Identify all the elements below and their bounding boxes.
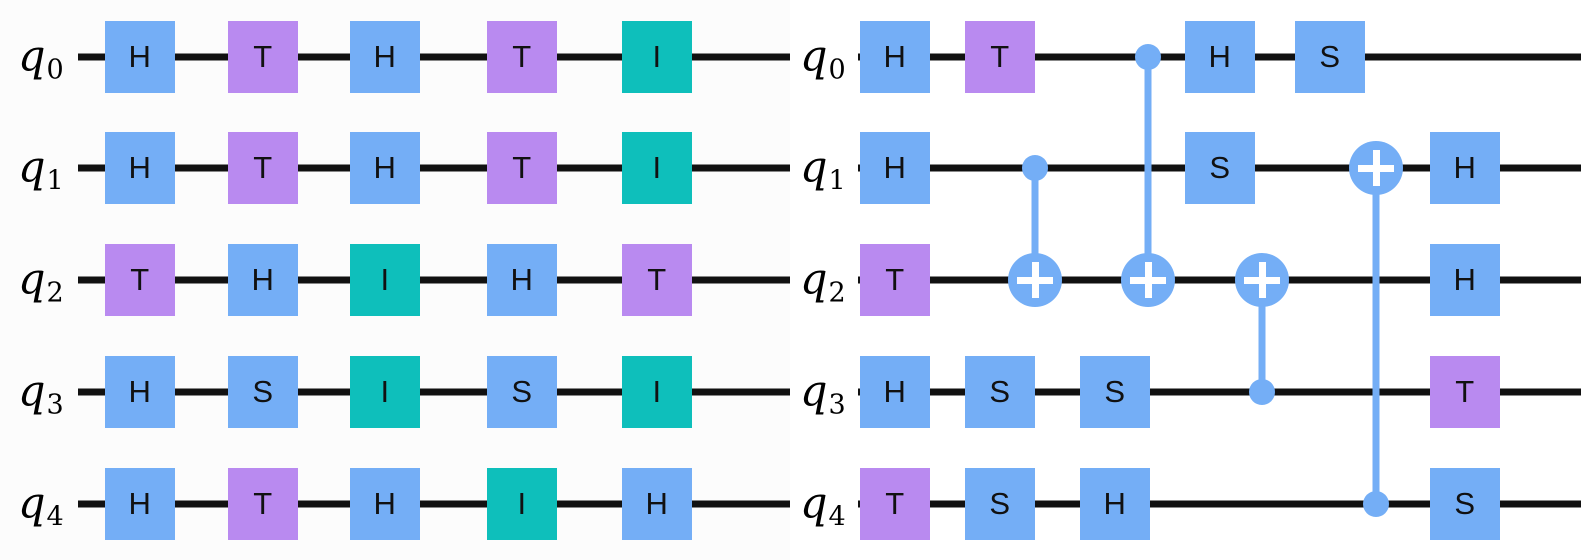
gate-q3-m3[interactable]: T (1430, 356, 1500, 428)
qubit-label-q4: q4 (800, 478, 846, 533)
gate-q3-m1[interactable]: S (228, 356, 298, 428)
gate-q1-m2[interactable]: H (1430, 132, 1500, 204)
gate-q2-m0[interactable]: T (860, 244, 930, 316)
gate-q4-m0[interactable]: H (105, 468, 175, 540)
gate-q0-m0[interactable]: H (105, 21, 175, 93)
gate-q3-m2[interactable]: S (1080, 356, 1150, 428)
cnot-control-q3[interactable] (1249, 379, 1275, 405)
qubit-label-q1: q1 (800, 142, 846, 197)
gate-q0-m2[interactable]: H (1185, 21, 1255, 93)
gate-q3-m2[interactable]: I (350, 356, 420, 428)
gate-q2-m3[interactable]: H (487, 244, 557, 316)
gate-q2-m1[interactable]: H (1430, 244, 1500, 316)
wire-q2 (858, 276, 1581, 284)
qubit-label-q4: q4 (18, 478, 64, 533)
wire-q0 (78, 53, 790, 61)
gate-q4-m1[interactable]: S (965, 468, 1035, 540)
gate-q0-m3[interactable]: T (487, 21, 557, 93)
gate-q3-m3[interactable]: S (487, 356, 557, 428)
cnot-link-q3-q2 (1258, 280, 1266, 392)
gate-q3-m0[interactable]: H (105, 356, 175, 428)
gate-q1-m2[interactable]: H (350, 132, 420, 204)
cnot-target-q2-a[interactable] (1008, 253, 1062, 307)
gate-q1-m4[interactable]: I (622, 132, 692, 204)
qubit-label-q1: q1 (18, 142, 64, 197)
wire-q1 (78, 164, 790, 172)
right-circuit-panel: q0 q1 q2 q3 q4 H T H S H S H T H H S S T (790, 0, 1581, 560)
gate-q4-m3[interactable]: I (487, 468, 557, 540)
gate-q3-m4[interactable]: I (622, 356, 692, 428)
cnot-control-q0[interactable] (1135, 44, 1161, 70)
gate-q2-m2[interactable]: I (350, 244, 420, 316)
gate-q0-m2[interactable]: H (350, 21, 420, 93)
qubit-label-q2: q2 (800, 254, 846, 309)
qubit-label-q0: q0 (800, 31, 846, 86)
gate-q4-m3[interactable]: S (1430, 468, 1500, 540)
gate-q1-m3[interactable]: T (487, 132, 557, 204)
qubit-label-q3: q3 (800, 366, 846, 421)
gate-q4-m2[interactable]: H (350, 468, 420, 540)
gate-q1-m1[interactable]: S (1185, 132, 1255, 204)
gate-q2-m1[interactable]: H (228, 244, 298, 316)
gate-q4-m2[interactable]: H (1080, 468, 1150, 540)
cnot-link-q1-q2 (1031, 168, 1039, 280)
gate-q0-m3[interactable]: S (1295, 21, 1365, 93)
gate-q4-m0[interactable]: T (860, 468, 930, 540)
cnot-control-q4[interactable] (1363, 491, 1389, 517)
qubit-label-q2: q2 (18, 254, 64, 309)
left-circuit-panel: q0 q1 q2 q3 q4 H T H T I H T H T I T H I… (0, 0, 790, 560)
cnot-target-q2-b[interactable] (1121, 253, 1175, 307)
gate-q1-m0[interactable]: H (105, 132, 175, 204)
gate-q0-m1[interactable]: T (965, 21, 1035, 93)
gate-q4-m4[interactable]: H (622, 468, 692, 540)
cnot-target-q2-c[interactable] (1235, 253, 1289, 307)
cnot-control-q1[interactable] (1022, 155, 1048, 181)
qubit-label-q3: q3 (18, 366, 64, 421)
wire-q3 (858, 388, 1581, 396)
gate-q1-m1[interactable]: T (228, 132, 298, 204)
gate-q3-m0[interactable]: H (860, 356, 930, 428)
gate-q2-m0[interactable]: T (105, 244, 175, 316)
wire-q4 (78, 500, 790, 508)
wire-q3 (78, 388, 790, 396)
gate-q1-m0[interactable]: H (860, 132, 930, 204)
cnot-link-q0-q2 (1144, 57, 1152, 280)
wire-q4 (858, 500, 1581, 508)
gate-q0-m1[interactable]: T (228, 21, 298, 93)
qubit-label-q0: q0 (18, 31, 64, 86)
gate-q3-m1[interactable]: S (965, 356, 1035, 428)
wire-q2 (78, 276, 790, 284)
cnot-target-q1[interactable] (1349, 141, 1403, 195)
gate-q0-m4[interactable]: I (622, 21, 692, 93)
gate-q2-m4[interactable]: T (622, 244, 692, 316)
gate-q0-m0[interactable]: H (860, 21, 930, 93)
cnot-link-q4-q1 (1372, 168, 1380, 504)
gate-q4-m1[interactable]: T (228, 468, 298, 540)
